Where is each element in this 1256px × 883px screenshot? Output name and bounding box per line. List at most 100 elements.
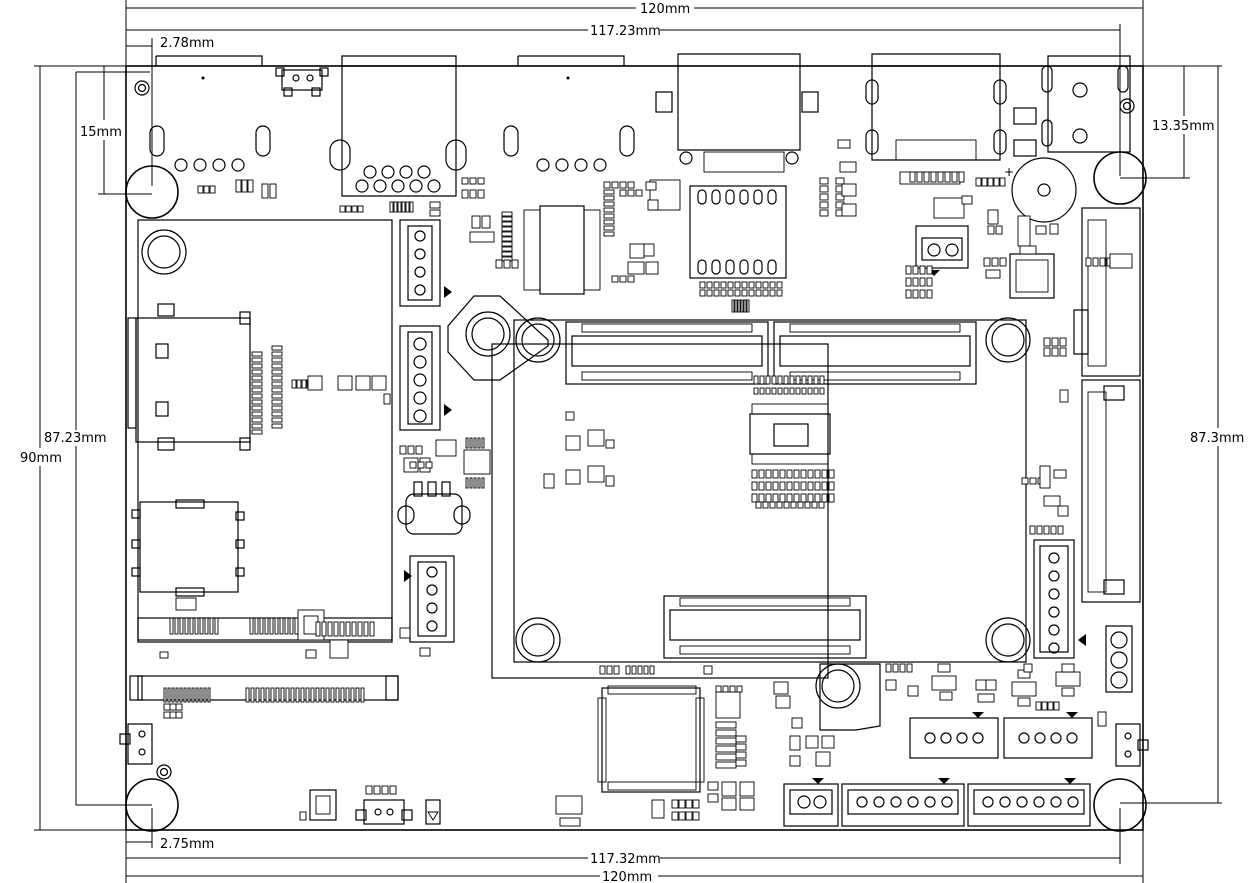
smd-component — [819, 193, 829, 201]
smd-component — [737, 299, 741, 313]
rj45-port-right — [503, 55, 635, 172]
smd-component — [727, 281, 734, 289]
dim-width-inner-top: 117.23mm — [590, 24, 661, 39]
crystal-oscillator — [397, 481, 471, 535]
smd-component — [748, 289, 755, 297]
smd-component — [741, 289, 748, 297]
smd-component — [783, 501, 790, 509]
smd-component — [204, 617, 209, 635]
smd-component — [755, 501, 762, 509]
smd-component — [171, 687, 175, 703]
board-to-board-connector-left — [565, 321, 769, 385]
smd-component — [333, 621, 339, 637]
smd-component — [501, 241, 513, 247]
smd-component — [174, 617, 179, 635]
smd-component — [779, 469, 786, 479]
smd-component — [721, 797, 737, 811]
smd-component — [251, 351, 263, 357]
smd-component — [805, 735, 819, 749]
smd-component — [179, 687, 183, 703]
smd-component — [1085, 257, 1092, 267]
smd-component — [300, 687, 305, 703]
smd-component — [905, 277, 912, 287]
smd-component — [251, 429, 263, 435]
smd-component — [755, 281, 762, 289]
smd-component — [214, 617, 219, 635]
smd-component — [735, 751, 747, 759]
rj45-port-center — [329, 55, 467, 197]
smd-component — [1061, 663, 1075, 673]
smd-component — [251, 381, 263, 387]
smd-component — [329, 639, 349, 659]
smd-component — [678, 799, 686, 809]
smd-component — [926, 265, 933, 275]
smd-component — [417, 461, 425, 469]
smd-component — [828, 469, 835, 479]
smd-component — [715, 761, 737, 769]
smd-component — [1047, 701, 1054, 711]
smd-component — [251, 423, 263, 429]
smd-component — [1059, 389, 1069, 403]
core-module — [447, 295, 1031, 731]
smd-component — [807, 469, 814, 479]
smd-component — [1043, 347, 1051, 357]
smd-component — [383, 393, 391, 405]
smd-component — [310, 687, 315, 703]
smd-component — [1059, 347, 1067, 357]
smd-component — [389, 201, 394, 213]
smd-component — [715, 745, 737, 753]
smd-component — [296, 379, 302, 389]
smd-component — [912, 277, 919, 287]
smd-component — [885, 663, 892, 673]
smd-component — [351, 205, 358, 213]
header-5pin — [399, 325, 452, 431]
smd-component — [357, 621, 363, 637]
smd-component — [715, 721, 737, 729]
smd-component — [804, 501, 811, 509]
smd-component — [839, 161, 857, 173]
smd-component — [631, 665, 637, 675]
smd-component — [769, 501, 776, 509]
smd-component — [611, 275, 619, 283]
smd-component — [801, 387, 807, 395]
smd-component — [465, 477, 469, 489]
smd-component — [1109, 253, 1133, 269]
smd-component — [299, 811, 307, 821]
smd-component — [603, 207, 615, 213]
smd-component — [758, 469, 765, 479]
smd-component — [789, 387, 795, 395]
smd-component — [797, 501, 804, 509]
smd-component — [603, 231, 615, 237]
smd-component — [983, 257, 991, 267]
smd-component — [939, 691, 953, 701]
smd-component — [1011, 681, 1037, 697]
smd-component — [397, 201, 402, 213]
smd-component — [587, 465, 605, 483]
smd-component — [793, 469, 800, 479]
smd-component — [819, 185, 829, 193]
smd-component — [931, 675, 957, 691]
smd-component — [183, 687, 187, 703]
smd-component — [828, 493, 835, 503]
smd-component — [481, 215, 491, 229]
smd-component — [643, 243, 655, 257]
smd-component — [707, 793, 719, 803]
smd-component — [260, 687, 265, 703]
smd-component — [1057, 525, 1064, 535]
dimension-lines — [34, 0, 1222, 883]
smd-component — [772, 481, 779, 491]
smd-component — [926, 289, 933, 299]
smd-component — [647, 199, 659, 211]
smd-component — [765, 387, 771, 395]
smd-component — [559, 817, 581, 827]
smd-component — [271, 351, 283, 357]
smd-component — [819, 375, 825, 385]
smd-component — [1029, 525, 1036, 535]
smd-component — [279, 617, 284, 635]
smd-component — [758, 481, 765, 491]
smd-component — [235, 179, 242, 193]
smd-component — [715, 737, 737, 745]
smd-component — [783, 375, 789, 385]
smd-component — [773, 681, 789, 695]
smd-component — [627, 261, 645, 275]
